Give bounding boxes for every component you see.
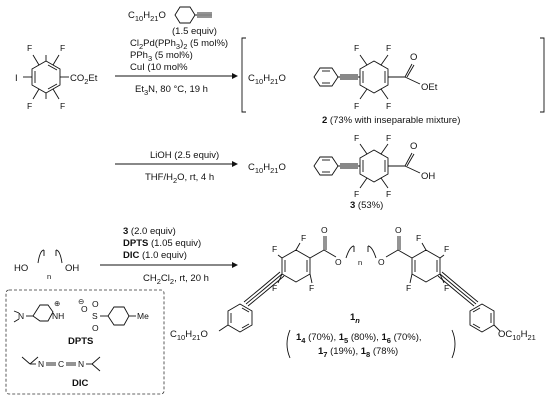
product-yield: (19%), <box>327 346 360 357</box>
svg-text:O: O <box>92 323 99 333</box>
svg-text:C10H21O: C10H21O <box>128 10 166 23</box>
svg-text:N: N <box>78 359 84 369</box>
svg-text:F: F <box>272 244 277 254</box>
svg-text:OH: OH <box>421 171 435 182</box>
svg-text:F: F <box>406 283 411 293</box>
compound-3: C10H21O F F F F O OH 3 (53%) <box>248 133 435 211</box>
svg-text:F: F <box>444 244 449 254</box>
svg-text:C10H21O: C10H21O <box>248 73 286 86</box>
svg-text:F: F <box>354 133 359 143</box>
svg-text:O: O <box>335 257 342 267</box>
product-subscript: 5 <box>344 336 348 345</box>
fluoro-label: F <box>27 43 32 53</box>
product-label: 1n <box>350 312 360 325</box>
svg-text:C10H21O: C10H21O <box>170 329 208 342</box>
step2-conditions: LiOH (2.5 equiv) THF/H2O, rt, 4 h <box>115 150 238 185</box>
product-yields-line2: 17 (19%), 18 (78%) <box>318 346 398 359</box>
svg-text:LiOH (2.5 equiv): LiOH (2.5 equiv) <box>150 150 219 161</box>
svg-text:3 (2.0 equiv): 3 (2.0 equiv) <box>123 226 176 237</box>
svg-text:F: F <box>354 101 359 111</box>
alkyne-reagent: C10H21O (1.5 equiv) <box>128 6 217 37</box>
svg-text:DPTS (1.05 equiv): DPTS (1.05 equiv) <box>123 238 201 249</box>
product-number: 1 <box>381 332 387 343</box>
product-subscript: 8 <box>366 350 370 359</box>
svg-text:F: F <box>354 43 359 53</box>
svg-text:PPh3 (5 mol%): PPh3 (5 mol%) <box>130 50 193 63</box>
product-1n: F F F F O O n O O F F F F <box>170 225 536 359</box>
product-yield: (70%), <box>391 332 422 343</box>
svg-text:F: F <box>444 283 449 293</box>
product-yields-line1: 14 (70%), 15 (80%), 16 (70%), <box>296 332 422 345</box>
svg-text:THF/H2O, rt, 4 h: THF/H2O, rt, 4 h <box>145 172 214 185</box>
svg-text:F: F <box>354 189 359 199</box>
svg-text:S: S <box>92 311 98 321</box>
svg-text:Cl2Pd(PPh3)2 (5 mol%): Cl2Pd(PPh3)2 (5 mol%) <box>130 38 228 51</box>
svg-text:OH: OH <box>65 263 79 274</box>
svg-text:n: n <box>358 258 362 267</box>
svg-text:N: N <box>18 311 24 321</box>
svg-text:F: F <box>386 43 391 53</box>
product-yield: (70%), <box>305 332 338 343</box>
svg-text:O: O <box>81 304 88 314</box>
svg-text:C10H21O: C10H21O <box>248 162 286 175</box>
svg-text:⊕: ⊕ <box>54 299 60 308</box>
diol: HO OH n <box>14 249 79 281</box>
step1-conditions: Cl2Pd(PPh3)2 (5 mol%) PPh3 (5 mol%) CuI … <box>115 38 238 97</box>
product-yield: (80%), <box>348 332 381 343</box>
svg-text:F: F <box>301 233 306 243</box>
svg-text:O: O <box>410 52 417 63</box>
svg-text:2 (73% with inseparable mixtur: 2 (73% with inseparable mixture) <box>322 115 460 126</box>
svg-text:O: O <box>410 141 417 152</box>
svg-text:C: C <box>58 359 64 369</box>
svg-text:CuI (10 mol%: CuI (10 mol% <box>130 62 188 73</box>
product-subscript: 4 <box>301 336 306 345</box>
product-yield: (78%) <box>370 346 398 357</box>
svg-text:F: F <box>272 283 277 293</box>
compound-2: C10H21O F F F F O OEt 2 (73% with insepa… <box>241 37 545 126</box>
svg-text:O: O <box>378 257 385 267</box>
svg-text:Et3N, 80 °C, 19 h: Et3N, 80 °C, 19 h <box>135 84 208 97</box>
svg-text:CH2Cl2, rt, 20 h: CH2Cl2, rt, 20 h <box>143 273 209 286</box>
svg-text:NH: NH <box>52 311 64 321</box>
svg-text:n: n <box>47 272 51 281</box>
product-number: 1 <box>339 332 345 343</box>
svg-text:F: F <box>309 283 314 293</box>
svg-text:3 (53%): 3 (53%) <box>350 200 383 211</box>
svg-text:DIC: DIC <box>72 378 89 389</box>
svg-text:Me: Me <box>137 311 149 321</box>
svg-text:O: O <box>395 225 402 235</box>
fluoro-label: F <box>60 101 65 111</box>
product-subscript: 7 <box>323 350 327 359</box>
step3-conditions: 3 (2.0 equiv) DPTS (1.05 equiv) DIC (1.0… <box>100 226 238 286</box>
svg-text:OC10H21: OC10H21 <box>498 329 536 342</box>
ester-label: CO2Et <box>70 73 98 86</box>
product-number: 1 <box>318 346 324 357</box>
alkyne-equiv: (1.5 equiv) <box>172 26 217 37</box>
svg-text:F: F <box>416 233 421 243</box>
starting-material: I F F F F CO2Et <box>15 43 98 111</box>
svg-text:F: F <box>386 133 391 143</box>
fluoro-label: F <box>60 43 65 53</box>
svg-text:O: O <box>321 225 328 235</box>
svg-text:DIC (1.0 equiv): DIC (1.0 equiv) <box>123 250 187 261</box>
svg-text:N: N <box>38 359 44 369</box>
svg-text:F: F <box>386 101 391 111</box>
iodo-label: I <box>15 73 18 84</box>
fluoro-label: F <box>27 101 32 111</box>
svg-text:O: O <box>92 299 99 309</box>
product-subscript: 6 <box>387 336 391 345</box>
reagent-structures-box: N NH ⊕ ⊖ O S O O Me DPTS N C N DIC <box>5 289 165 395</box>
svg-text:F: F <box>386 189 391 199</box>
product-number: 1 <box>296 332 302 343</box>
svg-text:HO: HO <box>14 263 28 274</box>
svg-text:DPTS: DPTS <box>68 336 93 347</box>
product-number: 1 <box>361 346 367 357</box>
svg-text:OEt: OEt <box>421 82 438 93</box>
svg-text:⊖: ⊖ <box>78 297 84 306</box>
